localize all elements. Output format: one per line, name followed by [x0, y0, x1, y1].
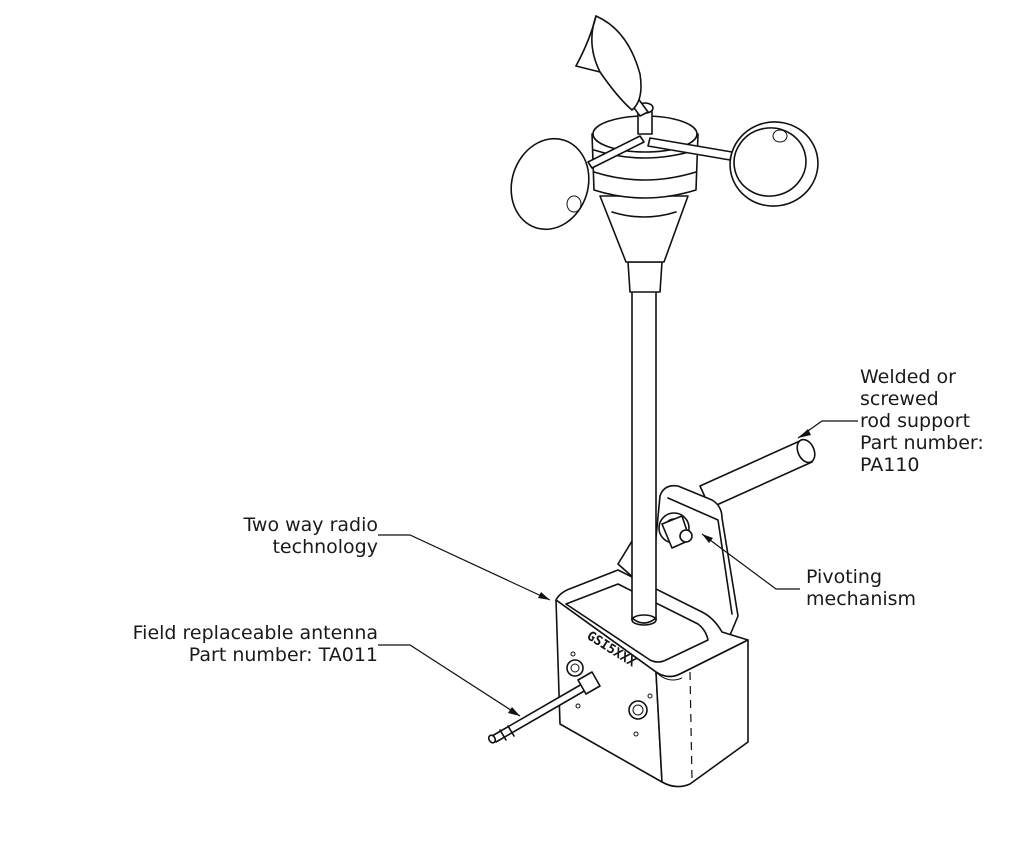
connector-icon	[566, 659, 648, 720]
pivot-mechanism	[658, 512, 693, 549]
radio-line-1: Two way radio	[243, 514, 378, 536]
callout-radio: Two way radio technology	[243, 514, 378, 558]
radio-line-2: technology	[272, 536, 378, 558]
enclosure-box: GSI5XXX	[555, 569, 749, 788]
rod-support-line-4: Part number:	[860, 432, 984, 454]
leader-rod-support	[797, 420, 858, 439]
callout-rod-support: Welded or screwed rod support Part numbe…	[860, 366, 984, 476]
pivot-line-1: Pivoting	[806, 566, 883, 588]
antenna-icon	[487, 671, 601, 744]
rod-support-line-5: PA110	[860, 454, 920, 476]
rod-support-line-3: rod support	[860, 410, 971, 432]
rod-support-tube	[699, 438, 816, 509]
pivot-line-2: mechanism	[806, 588, 917, 610]
callout-antenna: Field replaceable antenna Part number: T…	[133, 622, 378, 666]
mast-pole	[627, 261, 663, 626]
antenna-line-1: Field replaceable antenna	[132, 622, 378, 644]
rod-support-line-2: screwed	[860, 388, 939, 410]
antenna-line-2: Part number: TA011	[188, 644, 378, 666]
leader-radio	[378, 534, 551, 601]
leader-pivot	[701, 533, 800, 590]
leader-antenna	[378, 644, 521, 717]
anemometer-icon	[510, 15, 819, 263]
rod-support-line-1: Welded or	[860, 366, 956, 388]
callout-pivot: Pivoting mechanism	[806, 566, 916, 610]
